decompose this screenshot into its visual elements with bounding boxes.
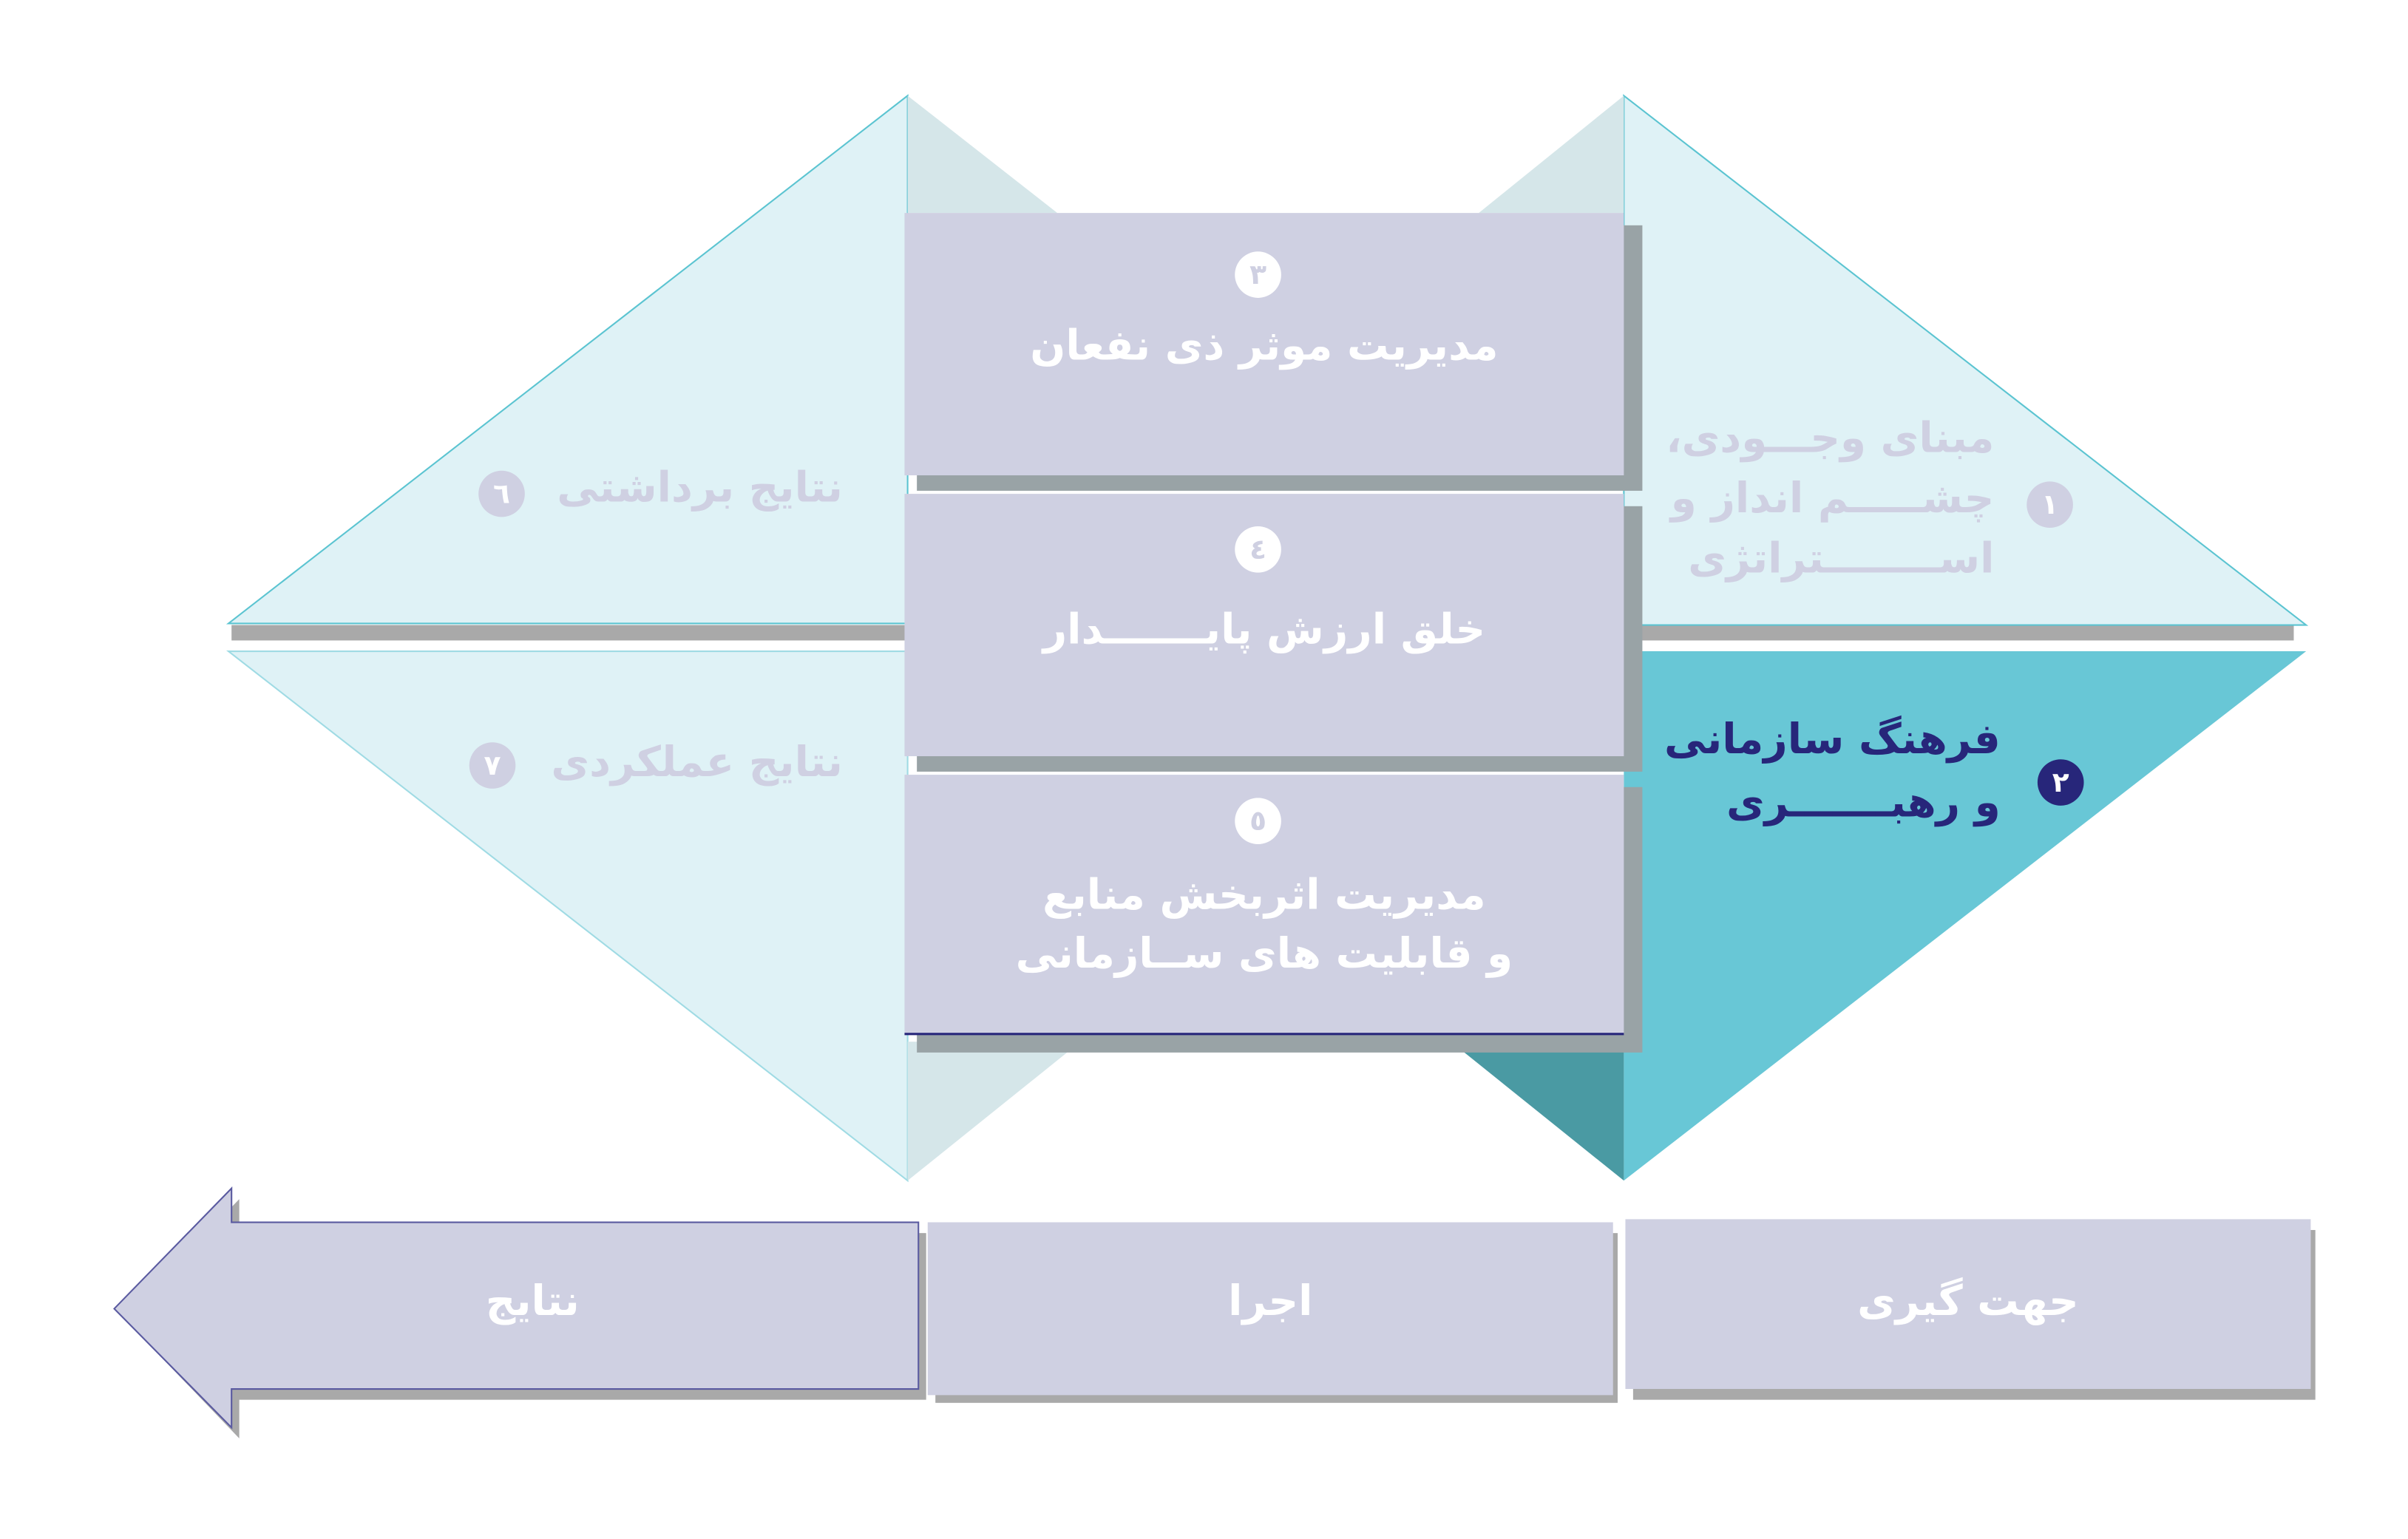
inner-shade bbox=[907, 95, 1058, 214]
step-number-badge: ٣ bbox=[1235, 251, 1281, 298]
results-lower-triangle bbox=[225, 650, 909, 1183]
inner-shade bbox=[1451, 1042, 1624, 1181]
phase-orientation-bar bbox=[1625, 1219, 2311, 1390]
step-4-label: خلق ارزش پایـــــــدار bbox=[1042, 606, 1486, 655]
step-2-label-line1: فرهنگ سازمانی bbox=[1664, 716, 2001, 764]
step-6-label: نتایج برداشتی bbox=[557, 464, 843, 513]
phase-orientation-label: جهت گیری bbox=[1857, 1277, 2079, 1326]
inner-shade bbox=[1479, 95, 1624, 214]
results-upper-triangle bbox=[225, 94, 909, 625]
step-1-label-line3: اســــــــتراتژی bbox=[1688, 535, 1995, 584]
step-7-label: نتایج عملکردی bbox=[551, 739, 843, 787]
step-2-label-line2: و رهبـــــــری bbox=[1726, 779, 2001, 828]
step-5-label-line1: مدیریت اثربخش منابع bbox=[1042, 872, 1486, 920]
step-1-label-line1: مبنای وجـــودی، bbox=[1666, 415, 1995, 463]
step-number-badge: ٥ bbox=[1235, 798, 1281, 845]
step-number-badge: ٧ bbox=[469, 742, 516, 789]
inner-shade bbox=[907, 1042, 1081, 1181]
phase-execution-bar bbox=[927, 1222, 1613, 1396]
step-1-label-line2: چشـــــم انداز و bbox=[1670, 475, 1995, 523]
step-3-label: مدیریت موثر ذی نفعان bbox=[1030, 322, 1499, 371]
step-number-badge: ١ bbox=[2027, 481, 2073, 529]
step-5-label-line2: و قابلیت های ســازمانی bbox=[1015, 930, 1513, 979]
step-number-badge: ٤ bbox=[1235, 526, 1281, 573]
phase-results-arrow bbox=[113, 1186, 920, 1430]
step-number-badge: ٦ bbox=[478, 470, 525, 517]
phase-execution-label: اجرا bbox=[1228, 1277, 1313, 1326]
phase-results-label: نتایج bbox=[485, 1277, 580, 1326]
step-number-badge: ٢ bbox=[2037, 759, 2084, 806]
